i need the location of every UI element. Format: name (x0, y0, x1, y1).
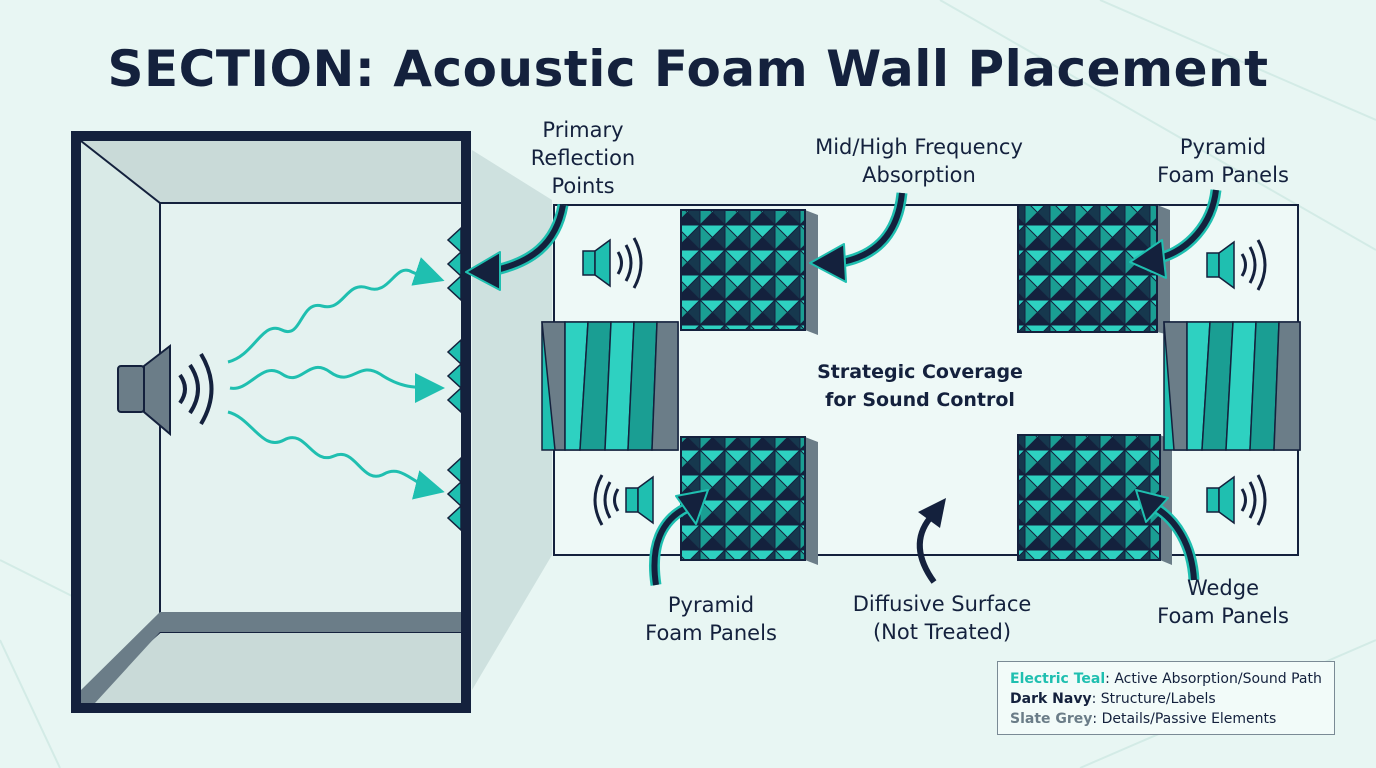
sound-path-waves (227, 257, 445, 500)
speaker-icon-top-left (582, 237, 643, 289)
speaker-icon (117, 343, 214, 437)
speaker-icon-top-right (1206, 239, 1267, 291)
speaker-icon-bottom-right (1206, 474, 1267, 526)
label-strategic-coverage: Strategic Coverage for Sound Control (817, 361, 1023, 411)
room-section (71, 131, 471, 713)
label-diffusive-surface: Diffusive Surface (Not Treated) (852, 592, 1032, 644)
callout-arrows (465, 189, 1222, 586)
label-wedge-foam: Wedge Foam Panels (1157, 576, 1289, 628)
legend-key-teal: Electric Teal (1010, 671, 1106, 687)
legend-key-slate: Slate Grey (1010, 711, 1093, 727)
legend-sep: : (1105, 671, 1115, 687)
label-mid-high-frequency: Mid/High Frequency Absorption (815, 135, 1023, 187)
legend-row-navy: Dark Navy: Structure/Labels (1010, 689, 1322, 709)
pyramid-panel-bottom-right (1017, 434, 1172, 565)
legend-value-slate: Details/Passive Elements (1101, 711, 1277, 727)
label-primary-reflection-points: Primary Reflection Points (530, 118, 636, 198)
wedge-panel-left (541, 321, 679, 451)
legend-sep: : (1091, 691, 1101, 707)
label-pyramid-foam-bottom: Pyramid Foam Panels (645, 593, 777, 645)
legend-key-navy: Dark Navy (1010, 691, 1092, 707)
speaker-icon-bottom-left (593, 474, 654, 526)
wedge-panel-right (1163, 321, 1301, 451)
legend-row-teal: Electric Teal: Active Absorption/Sound P… (1010, 669, 1322, 689)
legend-sep: : (1092, 711, 1102, 727)
projection-shadow (472, 150, 552, 690)
legend: Electric Teal: Active Absorption/Sound P… (997, 661, 1335, 735)
pyramid-panel-top-left (680, 209, 818, 335)
legend-row-slate: Slate Grey: Details/Passive Elements (1010, 709, 1322, 729)
legend-value-navy: Structure/Labels (1100, 691, 1216, 707)
legend-value-teal: Active Absorption/Sound Path (1114, 671, 1322, 687)
label-pyramid-foam-top: Pyramid Foam Panels (1157, 135, 1289, 187)
page-title: SECTION: Acoustic Foam Wall Placement (107, 40, 1269, 98)
wall-foam-tiles (446, 226, 463, 532)
